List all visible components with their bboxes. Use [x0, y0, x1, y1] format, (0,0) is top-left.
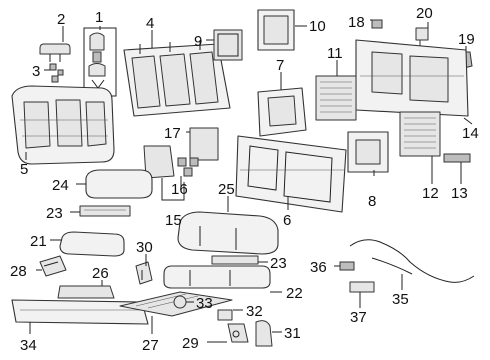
callout-24: 24 — [52, 177, 69, 194]
callout-32: 32 — [246, 303, 263, 320]
callout-4: 4 — [146, 15, 154, 32]
part-31-trim — [255, 320, 273, 347]
callout-20: 20 — [416, 5, 433, 22]
callout-29: 29 — [182, 335, 199, 352]
part-26-bracket — [57, 285, 115, 299]
callout-36: 36 — [310, 259, 327, 276]
part-10-frame — [257, 9, 295, 51]
part-22-cushion — [163, 265, 271, 289]
callout-33: 33 — [196, 295, 213, 312]
callout-1: 1 — [95, 9, 103, 26]
part-7-back-frame — [257, 87, 307, 137]
callout-8: 8 — [368, 193, 376, 210]
part-37-pad — [349, 281, 375, 293]
callout-22: 22 — [286, 285, 303, 302]
callout-15: 15 — [165, 212, 182, 229]
callout-26: 26 — [92, 265, 109, 282]
callout-19: 19 — [458, 31, 475, 48]
part-23-heater-upper — [79, 205, 131, 217]
leader-lines — [25, 19, 473, 343]
callout-12: 12 — [422, 185, 439, 202]
part-28-hinge — [39, 255, 67, 277]
part-1-headrest-group — [83, 27, 117, 97]
callout-2: 2 — [57, 11, 65, 28]
callout-23-lower: 23 — [270, 255, 287, 272]
part-21-cushion — [59, 231, 125, 257]
part-30-latch — [135, 261, 153, 285]
callout-31: 31 — [284, 325, 301, 342]
part-32-cover — [217, 309, 233, 321]
callout-23-upper: 23 — [46, 205, 63, 222]
callout-17: 17 — [164, 125, 181, 142]
callout-28: 28 — [10, 263, 27, 280]
callout-35: 35 — [392, 291, 409, 308]
part-13-pad — [443, 153, 471, 163]
part-4-seat-back-frame — [123, 40, 231, 117]
callout-11: 11 — [327, 45, 343, 62]
part-29-hinge — [227, 323, 249, 343]
part-36-connector — [339, 261, 355, 271]
callout-9: 9 — [194, 33, 202, 50]
part-8-frame — [347, 131, 389, 173]
part-34-base — [11, 299, 149, 325]
callout-13: 13 — [451, 185, 468, 202]
part-16-clips — [177, 157, 199, 177]
callout-7: 7 — [276, 57, 284, 74]
part-23-heater-lower — [211, 255, 259, 265]
callout-3: 3 — [32, 63, 40, 80]
part-6-seat-frame — [235, 135, 347, 213]
part-33-grommet — [173, 295, 187, 309]
part-18-clip — [371, 19, 383, 29]
callout-37: 37 — [350, 309, 367, 326]
part-2-headrest — [39, 43, 71, 62]
callout-16: 16 — [171, 181, 188, 198]
callout-5: 5 — [20, 161, 28, 178]
part-17-panel — [189, 127, 219, 161]
part-11-heater-pad — [315, 75, 357, 121]
callout-6: 6 — [283, 212, 291, 229]
part-9-panel — [213, 29, 243, 61]
callout-34: 34 — [20, 337, 37, 354]
callout-30: 30 — [136, 239, 153, 256]
callout-27: 27 — [142, 337, 159, 354]
part-24-cushion — [85, 169, 153, 199]
part-12-heater — [399, 111, 441, 157]
callout-labels: 1 2 3 4 5 6 7 8 9 10 11 12 13 14 15 16 1… — [10, 5, 479, 354]
part-20-latch — [415, 27, 429, 46]
part-15-cover — [143, 145, 175, 179]
callout-21: 21 — [30, 233, 47, 250]
part-3-guides — [49, 63, 64, 83]
callout-25: 25 — [218, 181, 235, 198]
part-14-rear-panel — [355, 39, 469, 117]
callout-18: 18 — [348, 14, 365, 31]
part-35-harness — [349, 239, 475, 283]
callout-10: 10 — [309, 18, 326, 35]
callout-14: 14 — [462, 125, 479, 142]
part-5-seat-back — [11, 85, 115, 165]
part-25-bench-cushion — [177, 211, 279, 255]
